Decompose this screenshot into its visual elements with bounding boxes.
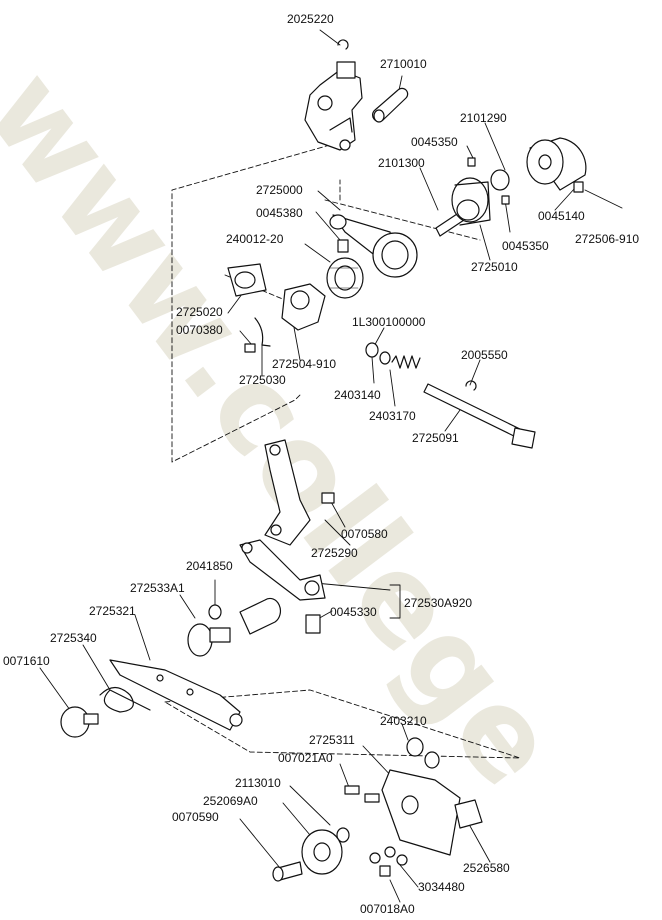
part-2725321-lever-arm	[109, 659, 243, 731]
label-272530A920: 272530A920	[404, 596, 473, 610]
part-2725010-eccentric	[451, 177, 491, 226]
label-272533A1: 272533A1	[130, 581, 185, 595]
part-2725030-spring	[254, 317, 271, 347]
part-2005550-clip	[465, 380, 477, 391]
part-0045380-screw	[337, 239, 349, 253]
label-2041850: 2041850	[186, 559, 233, 573]
label-2005550: 2005550	[461, 348, 508, 362]
part-0070380-screw	[244, 343, 256, 353]
part-2725000-connecting-rod	[329, 214, 418, 278]
label-2725091: 2725091	[412, 431, 459, 445]
label-2113010: 2113010	[235, 776, 281, 790]
part-2725290-lever	[264, 439, 311, 546]
assembly-dashed-lines	[164, 144, 521, 759]
label-272506-910: 272506-910	[575, 232, 640, 246]
part-collar-sleeve	[239, 597, 282, 635]
part-2025220-clip	[337, 39, 349, 50]
label-2526580: 2526580	[463, 861, 510, 875]
label-252069A0: 252069A0	[203, 794, 258, 808]
label-2403210: 2403210	[380, 714, 427, 728]
label-0045380: 0045380	[256, 206, 303, 220]
part-2725091-shaft	[423, 383, 536, 449]
part-2403170-spring	[391, 355, 421, 369]
part-2041850-washer	[208, 604, 222, 620]
part-0045330-screw	[305, 614, 321, 634]
part-2725020-plate	[227, 263, 267, 297]
part-bracket-housing	[304, 61, 363, 151]
label-2403170: 2403170	[369, 409, 416, 423]
part-272504-910-cam-block	[281, 283, 326, 331]
label-240012-20: 240012-20	[226, 232, 284, 246]
part-240012-20-bearing	[326, 257, 364, 299]
part-2403140-washer	[379, 351, 391, 365]
label-2101290: 2101290	[460, 111, 507, 125]
leader-lines	[39, 29, 623, 903]
part-2725340-spring	[99, 686, 151, 713]
label-0070380: 0070380	[176, 323, 223, 337]
part-272533A1-eccentric	[187, 623, 231, 657]
part-0071610-knob	[60, 706, 99, 738]
label-2025220: 2025220	[287, 12, 334, 26]
label-2710010: 2710010	[380, 57, 427, 71]
part-0070590-screw	[272, 861, 303, 882]
label-2725311: 2725311	[309, 733, 355, 747]
label-2725321: 2725321	[89, 604, 136, 618]
label-2725000: 2725000	[256, 183, 303, 197]
part-2403210-spacers	[406, 737, 440, 769]
part-272506-910-cam	[526, 137, 587, 193]
part-007021A0-screws	[344, 785, 380, 803]
label-2725010: 2725010	[471, 260, 518, 274]
label-0045350-top: 0045350	[411, 135, 458, 149]
part-2526580-block	[454, 799, 483, 829]
label-0071610: 0071610	[3, 654, 50, 668]
part-272530A920-lever	[239, 539, 326, 601]
label-0045140: 0045140	[538, 209, 585, 223]
label-2725030: 2725030	[239, 373, 286, 387]
label-2725020: 2725020	[176, 305, 223, 319]
label-0070580: 0070580	[341, 527, 388, 541]
label-272504-910: 272504-910	[272, 357, 337, 371]
label-1L300100000: 1L300100000	[352, 315, 426, 329]
label-2403140: 2403140	[334, 388, 381, 402]
label-007018A0: 007018A0	[360, 902, 415, 916]
label-0070590: 0070590	[172, 810, 219, 824]
label-007021A0: 007021A0	[278, 751, 333, 765]
part-2101290-collar	[490, 169, 510, 191]
label-3034480: 3034480	[418, 880, 465, 894]
label-2101300: 2101300	[378, 156, 425, 170]
part-2710010-pin	[372, 87, 409, 123]
label-2725290: 2725290	[311, 546, 358, 560]
part-3034480-washers	[369, 846, 408, 866]
part-252069A0-gear	[301, 829, 343, 875]
label-0045350-right: 0045350	[502, 239, 549, 253]
part-0045350-setscrews	[467, 157, 510, 205]
label-2725340: 2725340	[50, 631, 97, 645]
part-1L300100000-washer	[365, 342, 379, 358]
part-2113010-washer	[336, 827, 350, 843]
part-2725311-dial-plate	[381, 769, 461, 856]
part-0070580-screw	[321, 492, 335, 504]
label-0045330: 0045330	[330, 605, 377, 619]
part-007018A0-screws	[379, 865, 391, 877]
